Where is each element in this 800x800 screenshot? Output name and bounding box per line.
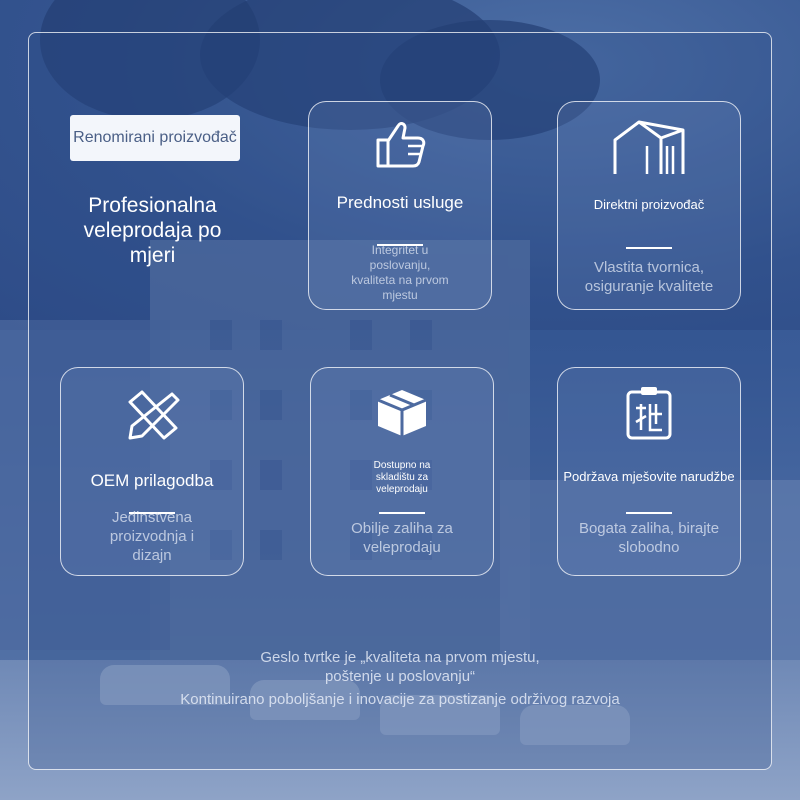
company-mission: Kontinuirano poboljšanje i inovacije za …	[180, 691, 620, 708]
gatehouse	[500, 480, 800, 660]
company-motto: Geslo tvrtke je „kvaliteta na prvom mjes…	[260, 649, 540, 685]
card-title: OEM prilagodba	[90, 471, 214, 490]
card-title: Direktni proizvođač	[593, 197, 705, 212]
office-building	[150, 240, 530, 660]
package-box-icon	[377, 390, 427, 436]
thumbs-up-icon	[376, 122, 426, 168]
pencil-ruler-icon	[128, 390, 180, 440]
car	[520, 705, 630, 745]
card-divider	[129, 512, 175, 514]
clipboard-batch-icon	[626, 387, 672, 440]
card-description: Obilje zaliha za veleprodaju	[351, 520, 453, 556]
card-divider	[379, 512, 425, 514]
factory-icon	[613, 120, 685, 174]
feature-card-manufacturer: Direktni proizvođač Vlastita tvornica, o…	[557, 101, 741, 310]
car	[100, 665, 230, 705]
page-title: Profesionalna veleprodaja po mjeri	[83, 194, 222, 267]
card-divider	[626, 512, 672, 514]
feature-card-mixed-orders: Podržava mješovite narudžbe Bogata zalih…	[557, 367, 741, 576]
card-title: Prednosti usluge	[336, 193, 464, 212]
card-description: Vlastita tvornica, osiguranje kvalitete	[584, 259, 714, 295]
car	[380, 695, 500, 735]
feature-card-service: Prednosti usluge Integritet u poslovanju…	[308, 101, 492, 310]
badge-label: Renomirani proizvođač	[73, 129, 237, 146]
card-divider	[377, 244, 423, 246]
card-title: Podržava mješovite narudžbe	[563, 469, 735, 484]
card-divider	[626, 247, 672, 249]
car	[250, 680, 360, 720]
card-title: Dostupno na skladištu za veleprodaju	[373, 460, 431, 495]
card-description: Integritet u poslovanju, kvaliteta na pr…	[351, 243, 449, 302]
tree-foliage	[380, 20, 600, 140]
card-description: Bogata zaliha, birajte slobodno	[578, 520, 720, 556]
manufacturer-badge: Renomirani proizvođač	[70, 115, 240, 161]
card-description: Jedinstvena proizvodnja i dizajn	[109, 509, 195, 564]
feature-card-stock: Dostupno na skladištu za veleprodaju Obi…	[310, 367, 494, 576]
feature-card-oem: OEM prilagodba Jedinstvena proizvodnja i…	[60, 367, 244, 576]
